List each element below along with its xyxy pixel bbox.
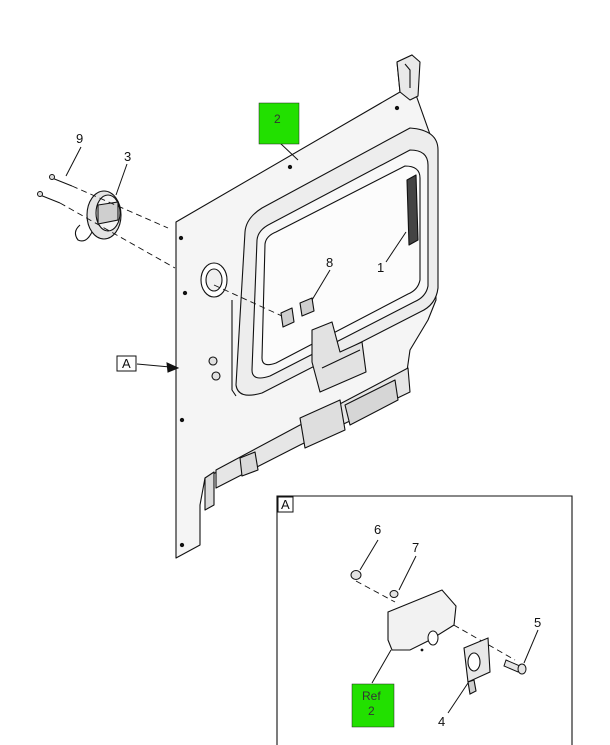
screws: [37, 174, 73, 204]
callout-4: 4: [438, 714, 445, 729]
ref-2-line1: Ref: [362, 689, 381, 703]
ref-2-line2: 2: [368, 704, 375, 718]
callout-1: 1: [377, 260, 384, 275]
handle-assembly: [74, 190, 122, 242]
assembly-lines: [59, 185, 516, 661]
bolt-part: [503, 659, 527, 675]
detail-leader-lines: [359, 539, 539, 714]
callout-6: 6: [374, 522, 381, 537]
callout-3: 3: [124, 149, 131, 164]
view-a-label-text: A: [122, 356, 131, 371]
view-a-arrow: [136, 362, 180, 373]
callout-8: 8: [326, 255, 333, 270]
detail-view-a-label: A: [281, 497, 290, 512]
detail-view-a: A 6 7 5 4: [276, 495, 573, 745]
highlight-ref-2[interactable]: Ref 2: [351, 683, 395, 728]
bracket-plate: [387, 589, 457, 651]
callout-7: 7: [412, 540, 419, 555]
leader-lines: [65, 142, 407, 301]
callout-9: 9: [76, 131, 83, 146]
view-a-label[interactable]: A: [116, 355, 137, 372]
callout-2: 2: [274, 112, 281, 126]
nut-washer: [350, 570, 399, 598]
clip-part: [463, 637, 491, 695]
highlight-callout-2[interactable]: 2: [258, 102, 300, 145]
door-panel: [175, 54, 439, 559]
callout-5: 5: [534, 615, 541, 630]
